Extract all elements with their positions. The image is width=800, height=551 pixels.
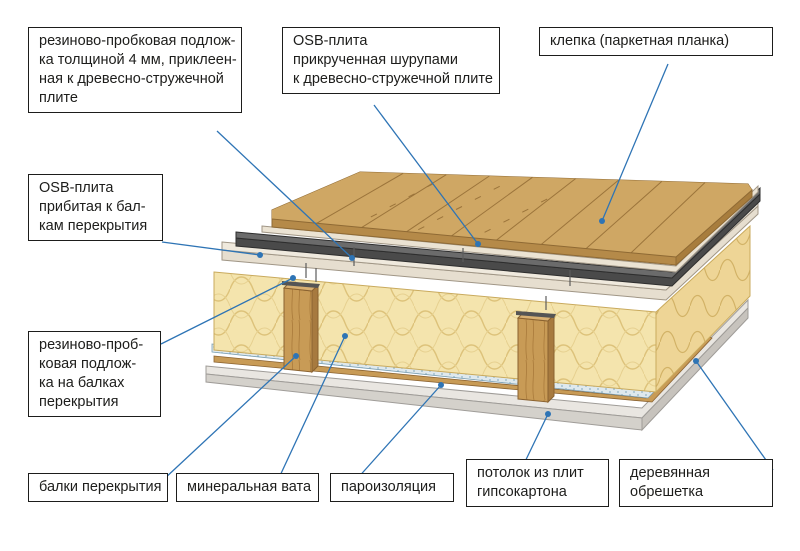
drywall-ceiling	[205, 298, 749, 432]
leader-line	[695, 360, 774, 471]
label-wood-battens: деревянная обрешетка	[619, 459, 773, 507]
leader-dot	[438, 382, 444, 388]
label-parquet-stave: клепка (паркетная планка)	[539, 27, 773, 56]
leader-lines	[160, 63, 774, 481]
leader-dot	[257, 252, 263, 258]
leader-line	[216, 130, 353, 259]
label-underlay-on-chipboard: резиново-пробковая подлож- ка толщиной 4…	[28, 27, 242, 113]
floor-beam	[516, 311, 556, 404]
parquet-board-joint	[436, 216, 444, 221]
parquet-board-joint	[455, 206, 463, 210]
leader-line	[373, 104, 479, 245]
leader-line	[162, 355, 297, 481]
leader-line	[601, 63, 669, 222]
label-osb-screwed: OSB-плита прикрученная шурупами к древес…	[282, 27, 500, 94]
label-vapor-barrier: пароизоляция	[330, 473, 454, 502]
leader-dot	[293, 353, 299, 359]
leader-dot	[693, 358, 699, 364]
parquet-board-seam	[541, 179, 619, 245]
parquet-board-seam	[316, 172, 404, 224]
leader-line	[161, 241, 261, 256]
osb-top-layer	[261, 184, 759, 273]
parquet-layer	[271, 171, 753, 267]
parquet-board-joint	[522, 208, 529, 213]
parquet-board-joint	[484, 228, 491, 233]
label-floor-beams: балки перекрытия	[28, 473, 168, 502]
leader-line	[160, 277, 294, 345]
leader-dot	[290, 275, 296, 281]
parquet-board-joint	[503, 218, 510, 223]
parquet-board-joint	[427, 183, 434, 188]
label-underlay-on-beams: резиново-проб- ковая подлож- ка на балка…	[28, 331, 161, 417]
parquet-board-joint	[408, 193, 415, 198]
label-mineral-wool: минеральная вата	[176, 473, 319, 502]
leader-dot	[545, 411, 551, 417]
parquet-board-joint	[389, 203, 396, 208]
floor-beam	[282, 281, 320, 374]
leader-dot	[475, 241, 481, 247]
parquet-board-seam	[585, 180, 663, 249]
label-osb-nailed: OSB-плита прибитая к бал- кам перекрытия	[28, 174, 163, 241]
leader-dot	[599, 218, 605, 224]
parquet-board-seam	[496, 178, 576, 241]
leader-line	[277, 335, 346, 481]
beam-underlay	[282, 281, 556, 318]
parquet-board-joint	[370, 213, 378, 218]
parquet-board-seam	[630, 182, 706, 254]
label-drywall-ceiling: потолок из плит гипсокартона	[466, 459, 609, 507]
fastener-icons	[305, 247, 571, 310]
leader-dot	[349, 255, 355, 261]
parquet-board-joint	[493, 185, 500, 190]
parquet-board-joint	[474, 195, 482, 200]
parquet-board-joint	[418, 226, 425, 231]
leader-dot	[342, 333, 348, 339]
parquet-board-joint	[540, 198, 548, 203]
leader-line	[355, 384, 442, 481]
